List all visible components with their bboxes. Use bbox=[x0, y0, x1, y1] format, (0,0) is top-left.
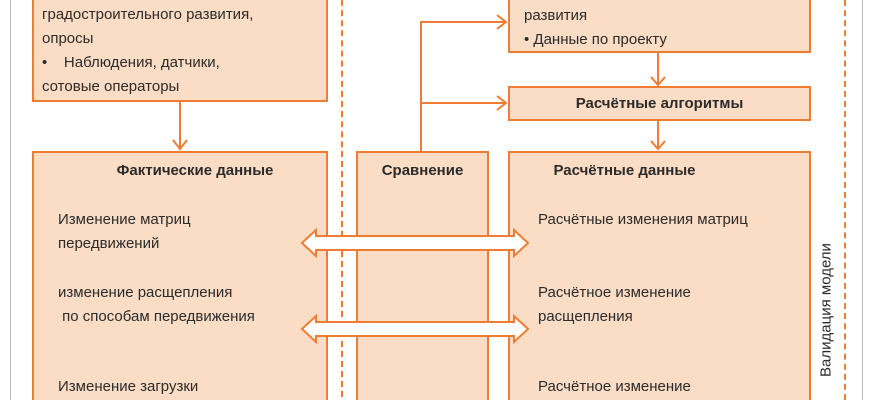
arrowhead bbox=[496, 95, 508, 111]
sources-line: градостроительного развития, bbox=[42, 6, 254, 23]
double-arrow-split bbox=[300, 313, 530, 345]
calc-data-box: Расчётные данные Расчётные изменения мат… bbox=[508, 151, 811, 400]
arrowhead bbox=[650, 140, 666, 151]
arrowhead bbox=[172, 139, 188, 151]
arrowhead bbox=[650, 76, 666, 87]
frame-left bbox=[10, 0, 11, 400]
algorithms-title: Расчётные алгоритмы bbox=[575, 95, 744, 112]
sources-line: сотовые операторы bbox=[42, 78, 180, 95]
project-line: • Данные по проекту bbox=[524, 31, 667, 48]
actual-item: Изменение загрузки bbox=[58, 378, 199, 395]
sources-line: • Наблюдения, датчики, bbox=[42, 54, 220, 71]
project-box: развития • Данные по проекту bbox=[508, 0, 811, 53]
arrow-compare-to-project bbox=[420, 21, 505, 152]
double-arrow-matrices bbox=[300, 227, 530, 259]
sources-line: опросы bbox=[42, 30, 94, 47]
compare-box: Сравнение bbox=[356, 151, 489, 400]
calc-data-title: Расчётные данные bbox=[553, 162, 696, 179]
side-label-validation: Валидация модели bbox=[817, 243, 835, 377]
calc-item: Расчётное изменение bbox=[538, 378, 691, 395]
frame-right bbox=[862, 0, 863, 400]
actual-item: Изменение матриц передвижений bbox=[58, 211, 191, 252]
algorithms-box: Расчётные алгоритмы bbox=[508, 86, 811, 121]
calc-item: Расчётное изменение расщепления bbox=[538, 284, 691, 325]
calc-item: Расчётные изменения матриц bbox=[538, 211, 748, 228]
project-line: развития bbox=[524, 7, 588, 24]
actual-data-title: Фактические данные bbox=[116, 162, 274, 179]
divider-dashed-right bbox=[844, 0, 846, 400]
actual-item: изменение расщепления по способам передв… bbox=[58, 284, 255, 325]
actual-data-box: Фактические данные Изменение матриц пере… bbox=[32, 151, 328, 400]
compare-title: Сравнение bbox=[381, 162, 464, 179]
arrowhead bbox=[496, 14, 508, 30]
sources-box: градостроительного развития, опросы • На… bbox=[32, 0, 328, 102]
